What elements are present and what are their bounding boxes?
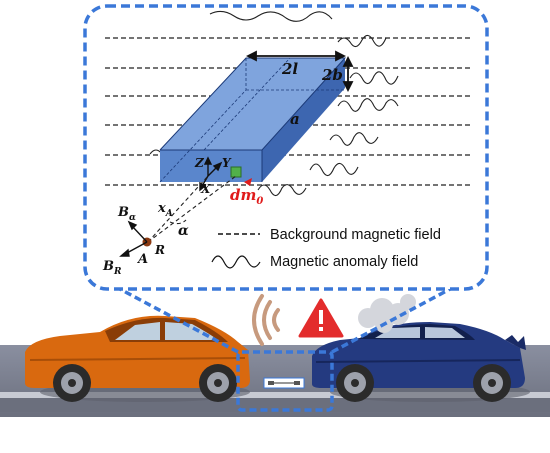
axis-y-label: Y (222, 156, 232, 170)
anomaly-field-lines (149, 10, 399, 197)
legend-anomaly-swatch (211, 255, 261, 269)
mass-element (230, 166, 242, 178)
b-alpha-label: Bα (117, 205, 136, 223)
mass-element-label: dm0 (230, 186, 263, 207)
mass-pointer-arrow (244, 178, 252, 186)
car-right (312, 322, 526, 402)
legend-anomaly-label: Magnetic anomaly field (270, 254, 418, 270)
signal-waves-icon (252, 294, 280, 346)
length-label: a (290, 110, 300, 128)
b-r-label: BR (102, 259, 122, 277)
radius-label: R (154, 243, 165, 257)
point-a-label: A (136, 252, 148, 267)
axis-z-label: Z (194, 156, 205, 170)
height-label: 2b (321, 66, 343, 84)
field-component-arrows (119, 220, 148, 257)
distance-label: xA (157, 201, 173, 219)
geometry-lines (147, 175, 237, 243)
warning-triangle-icon (298, 298, 344, 338)
axis-x-label: X (200, 182, 211, 196)
legend: Background magnetic field Magnetic anoma… (211, 227, 441, 270)
width-label: 2l (281, 60, 298, 78)
sensor-box (117, 286, 453, 412)
legend-background-label: Background magnetic field (270, 227, 441, 243)
dimension-arrows (245, 50, 354, 93)
angle-label: α (178, 223, 189, 239)
sensor-device (263, 377, 305, 389)
